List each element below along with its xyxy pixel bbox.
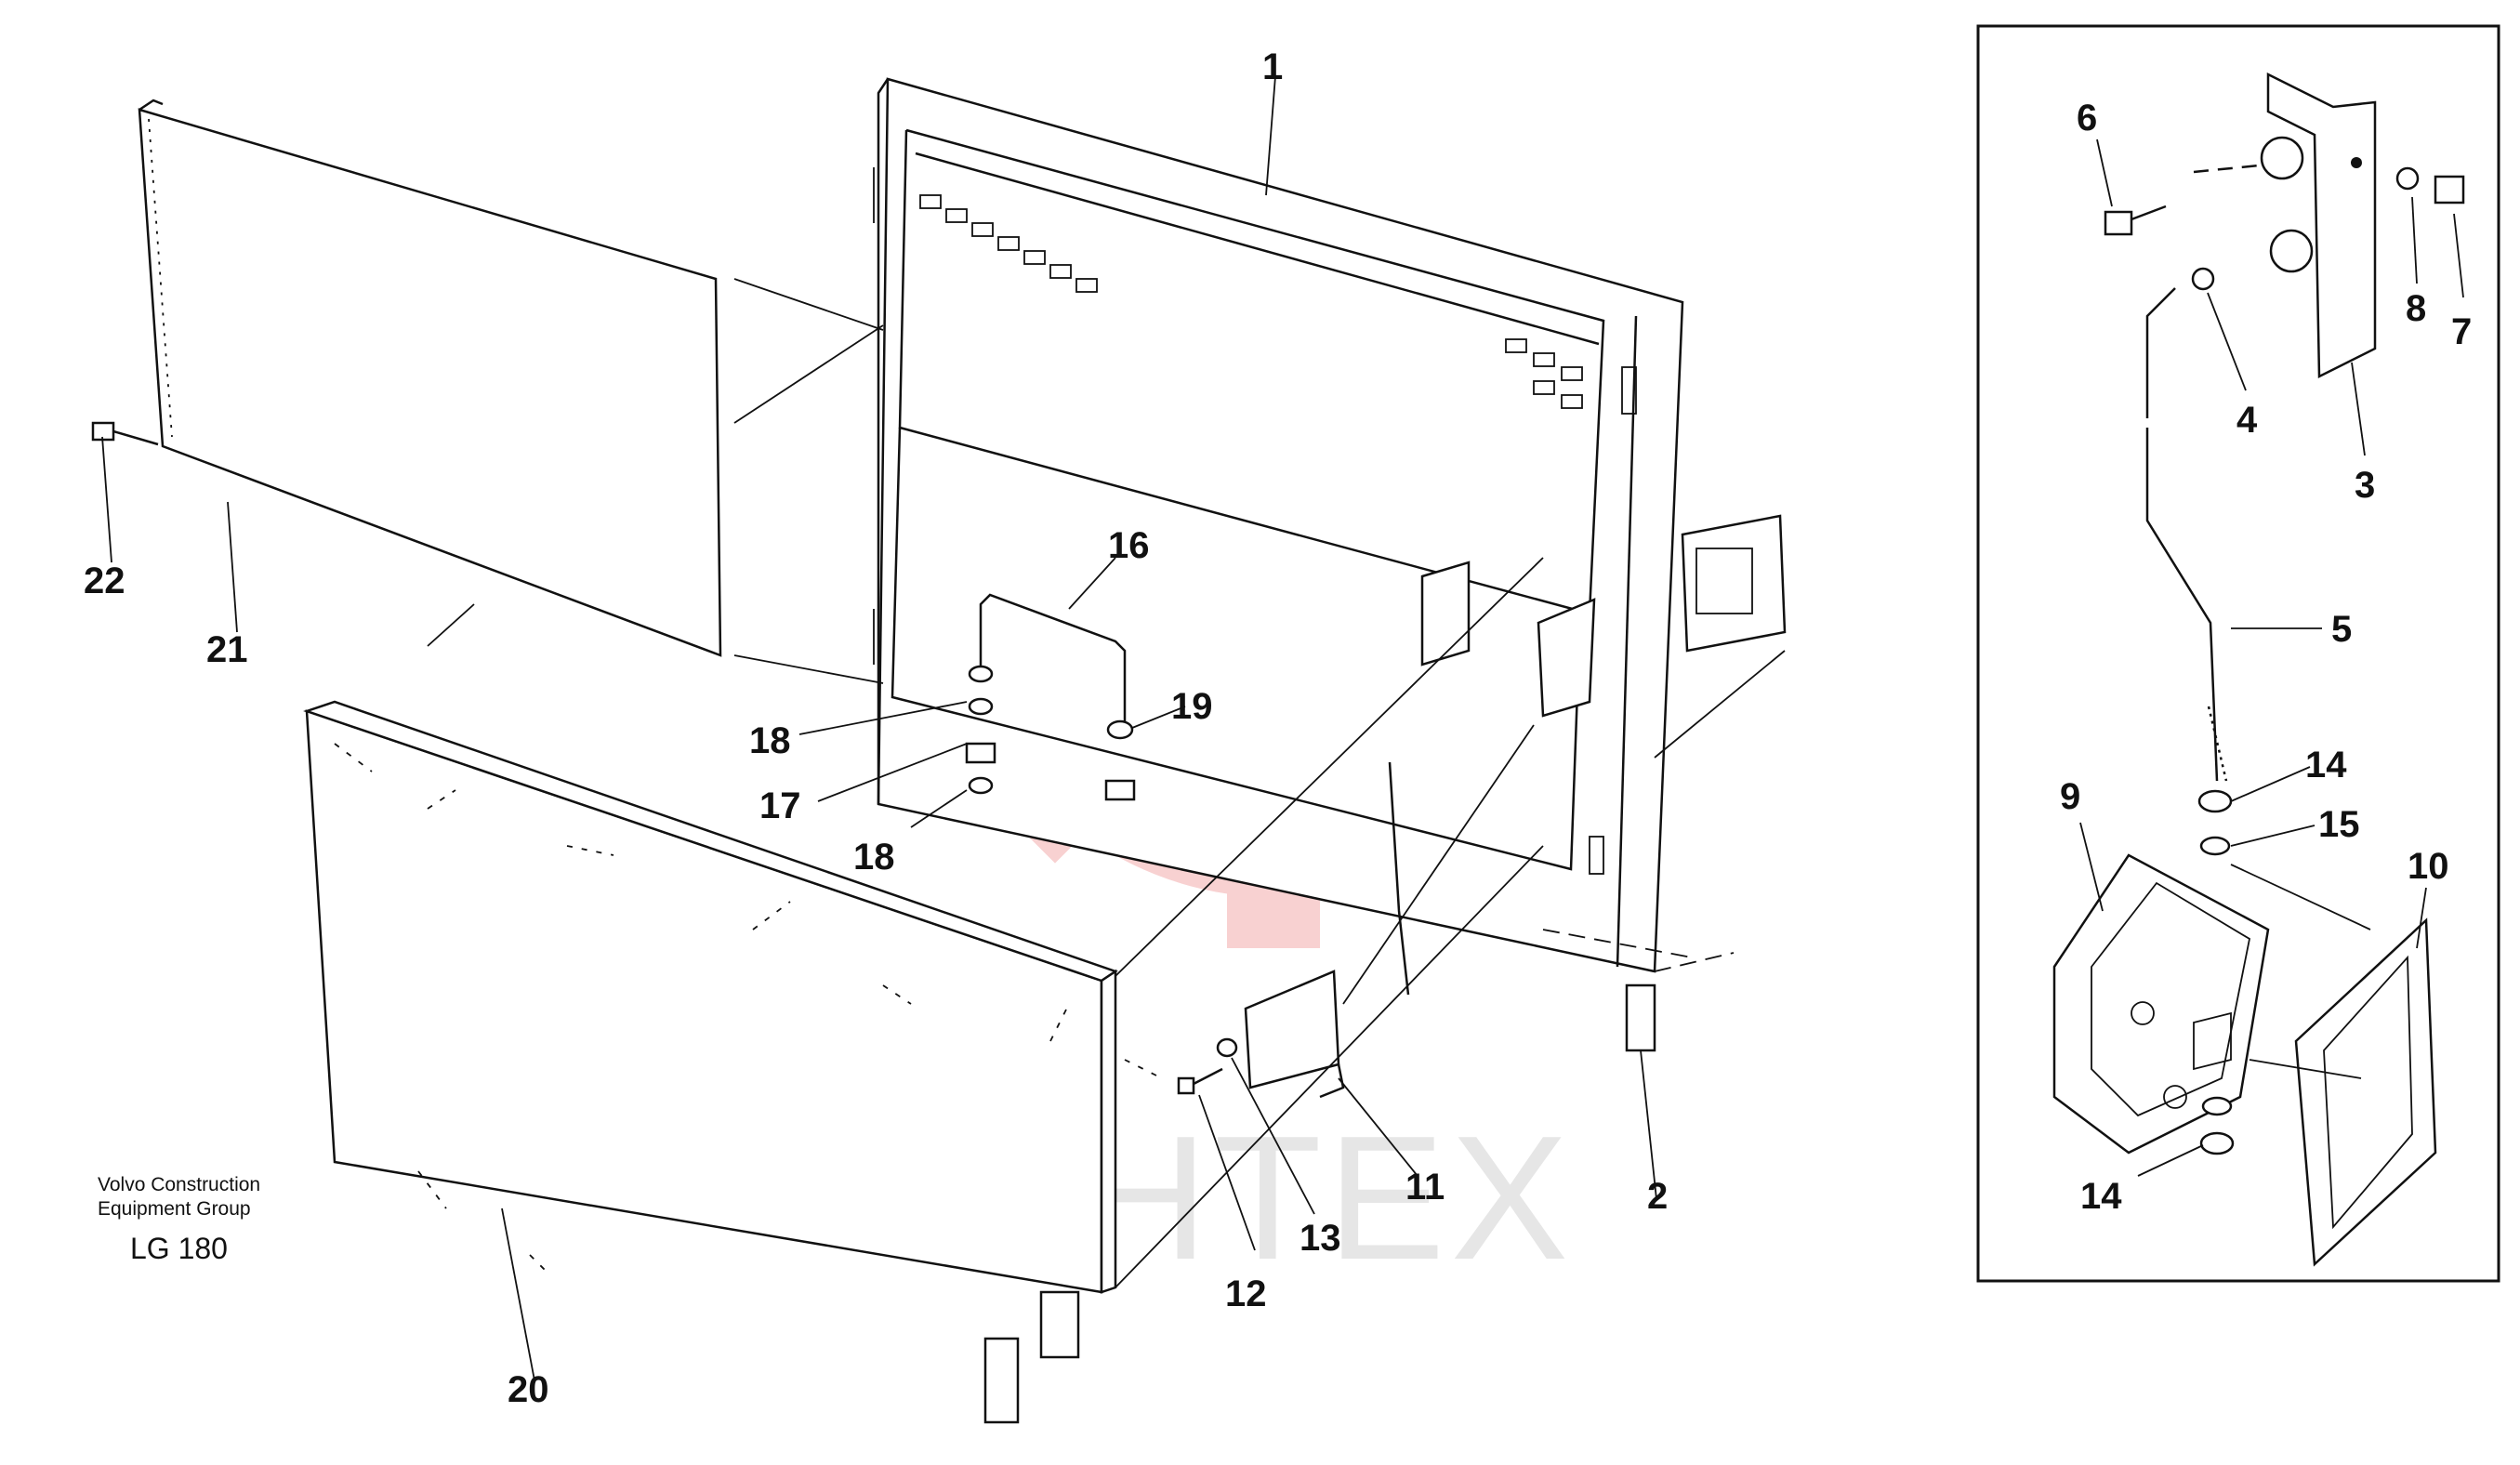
label-part-18-upper: 18 bbox=[749, 720, 791, 761]
label-part-18-lower: 18 bbox=[853, 837, 895, 878]
label-part-2: 2 bbox=[1647, 1176, 1668, 1217]
latch-rod bbox=[1388, 761, 1410, 996]
vent-grille bbox=[919, 194, 1583, 409]
label-part-10: 10 bbox=[2408, 846, 2449, 887]
inset-hinge-bracket bbox=[2260, 72, 2377, 379]
label-part-5: 5 bbox=[2331, 609, 2352, 650]
label-part-20: 20 bbox=[508, 1369, 549, 1410]
label-part-14-lower: 14 bbox=[2080, 1176, 2122, 1217]
latch-box bbox=[1681, 514, 1787, 653]
screw-icon bbox=[91, 421, 159, 446]
company-line-2: Equipment Group bbox=[98, 1198, 251, 1220]
label-part-19: 19 bbox=[1171, 686, 1213, 727]
label-part-21: 21 bbox=[206, 629, 248, 670]
label-part-15: 15 bbox=[2318, 804, 2360, 845]
label-part-14-upper: 14 bbox=[2305, 745, 2347, 785]
inset-gasket bbox=[2294, 917, 2437, 1267]
label-part-16: 16 bbox=[1108, 525, 1150, 566]
label-part-7: 7 bbox=[2451, 311, 2472, 352]
inset-rod bbox=[2145, 267, 2233, 856]
inset-bolt-left bbox=[2104, 164, 2260, 236]
label-part-17: 17 bbox=[759, 785, 801, 826]
label-part-13: 13 bbox=[1300, 1218, 1341, 1259]
label-part-11: 11 bbox=[1405, 1167, 1445, 1208]
label-part-1: 1 bbox=[1262, 46, 1283, 87]
door-frame bbox=[873, 77, 1684, 973]
washer-stack bbox=[965, 665, 1136, 801]
inset-explosion-lines bbox=[2230, 864, 2371, 1079]
label-part-12: 12 bbox=[1225, 1274, 1267, 1314]
label-part-3: 3 bbox=[2355, 465, 2375, 506]
inset-latch-box bbox=[2052, 853, 2270, 1155]
leader-lines bbox=[101, 75, 2464, 1381]
company-line-1: Volvo Construction bbox=[98, 1174, 261, 1195]
label-part-9: 9 bbox=[2060, 776, 2080, 817]
inner-panel bbox=[138, 99, 722, 657]
company-caption: Volvo Construction Equipment Group bbox=[98, 1173, 260, 1221]
model-caption: LG 180 bbox=[130, 1232, 228, 1265]
inset-bolt-right bbox=[2395, 166, 2465, 205]
seal-strip bbox=[1625, 983, 1656, 1052]
label-part-4: 4 bbox=[2236, 400, 2258, 441]
explosion-lines bbox=[427, 278, 1786, 1288]
label-part-8: 8 bbox=[2406, 288, 2426, 329]
detail-inset-frame bbox=[1976, 24, 2500, 1283]
inset-nut-lower bbox=[2199, 1096, 2235, 1155]
label-part-22: 22 bbox=[84, 561, 125, 601]
part-labels: 1 2 3 4 5 6 7 8 9 10 11 12 13 14 14 15 1… bbox=[84, 46, 2472, 1410]
mounting-bracket bbox=[1244, 970, 1345, 1099]
grab-handle bbox=[979, 593, 1127, 730]
insulation-panel bbox=[303, 700, 1163, 1424]
bolt-icon bbox=[1177, 1037, 1238, 1095]
label-part-6: 6 bbox=[2077, 98, 2097, 139]
